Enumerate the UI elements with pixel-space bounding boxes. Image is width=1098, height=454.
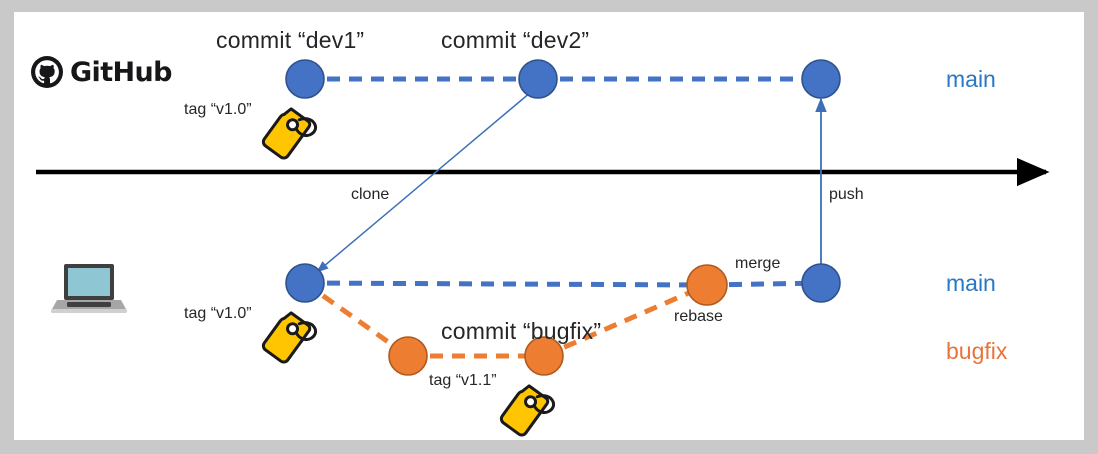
- link-bugfix2-rebase: [543, 282, 708, 359]
- label-push: push: [829, 186, 864, 203]
- tag-icon-remote-v10: [261, 107, 317, 160]
- label-clone: clone: [351, 186, 390, 203]
- github-logo-spacer: [31, 56, 63, 88]
- branch-label-local-main: main: [946, 270, 996, 296]
- commit-node-dev1[interactable]: [285, 59, 325, 99]
- commit-node-local-main[interactable]: [285, 263, 325, 303]
- branch-label-local-bugfix: bugfix: [946, 338, 1008, 364]
- github-brand: GitHub: [31, 56, 172, 88]
- label-tag-local-v11: tag “v1.1”: [429, 372, 497, 389]
- commit-node-pushed[interactable]: [801, 59, 841, 99]
- label-commit-bugfix: commit “bugfix”: [441, 318, 602, 344]
- commit-node-bugfix-1[interactable]: [388, 336, 428, 376]
- bugfix-branch-links: [303, 280, 708, 359]
- label-commit-dev1: commit “dev1”: [216, 27, 365, 53]
- label-tag-remote-v10: tag “v1.0”: [184, 101, 252, 118]
- label-tag-local-v10: tag “v1.0”: [184, 305, 252, 322]
- tag-icon-local-v10: [261, 311, 317, 364]
- laptop-icon: [51, 264, 127, 313]
- label-rebase: rebase: [674, 308, 723, 325]
- label-commit-dev2: commit “dev2”: [441, 27, 590, 53]
- label-merge: merge: [735, 255, 781, 272]
- branch-label-remote-main: main: [946, 66, 996, 92]
- local-main-branch-links: [304, 280, 822, 288]
- github-octocat-icon: [31, 56, 63, 88]
- commit-node-bugfix-2[interactable]: [524, 336, 564, 376]
- tag-icon-local-v11: [499, 384, 555, 437]
- commit-node-merged[interactable]: [801, 263, 841, 303]
- commit-node-dev2[interactable]: [518, 59, 558, 99]
- github-wordmark: GitHub: [70, 56, 172, 88]
- link-localmain-rebase: [304, 280, 708, 288]
- commit-node-rebase[interactable]: [686, 264, 728, 306]
- clone-arrow: [316, 91, 532, 273]
